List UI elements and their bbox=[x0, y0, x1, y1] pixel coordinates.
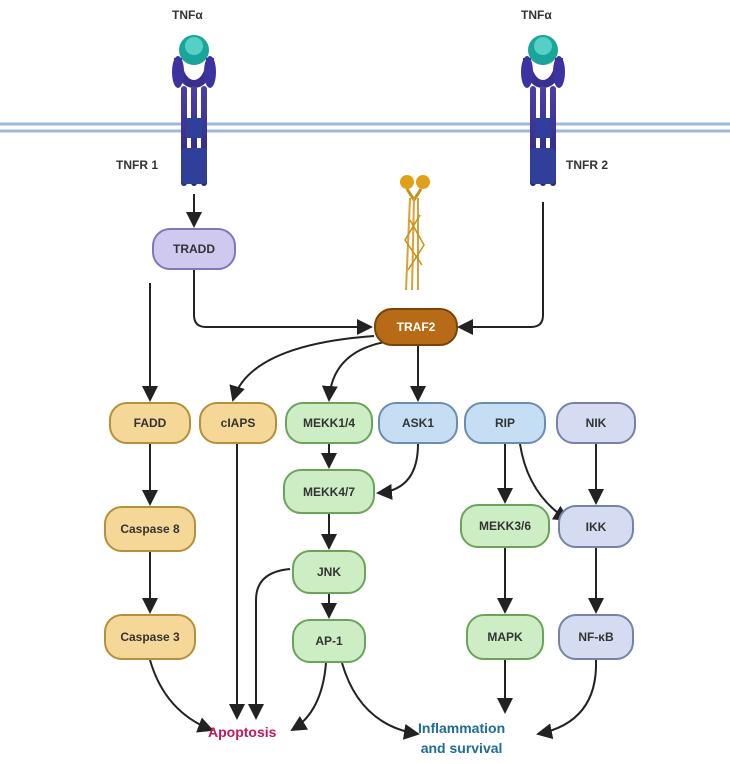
arrow-traf2-mekk14 bbox=[321, 341, 386, 402]
rip-node: RIP bbox=[464, 402, 546, 444]
tnfr1-label: TNFR 1 bbox=[116, 158, 158, 172]
arrow-ask1-mekk47 bbox=[376, 443, 419, 500]
inflammation-outcome: Inflammation and survival bbox=[418, 718, 505, 758]
arrow-traf2-ciaps bbox=[229, 335, 375, 402]
jnk-node: JNK bbox=[292, 550, 366, 594]
mekk47-node: MEKK4/7 bbox=[283, 469, 375, 514]
tnfr2-receptor-graphic bbox=[521, 35, 565, 186]
tradd-node: TRADD bbox=[152, 228, 236, 270]
mapk-node: MAPK bbox=[466, 614, 544, 660]
adapter-protein-graphic bbox=[400, 175, 430, 291]
inflammation-outcome-line1: Inflammation bbox=[418, 720, 506, 736]
ask1-node: ASK1 bbox=[378, 402, 458, 444]
mekk36-node: MEKK3/6 bbox=[460, 504, 550, 548]
tnfa-right-label: TNFα bbox=[521, 8, 552, 22]
nik-node: NIK bbox=[556, 402, 636, 444]
caspase3-node: Caspase 3 bbox=[104, 614, 196, 660]
mekk14-node: MEKK1/4 bbox=[285, 402, 373, 444]
tnfr1-receptor-graphic bbox=[172, 35, 216, 186]
ciaps-node: cIAPS bbox=[199, 402, 277, 444]
arrow-ap1-apoptosis bbox=[290, 662, 327, 732]
tnfr2-label: TNFR 2 bbox=[566, 158, 608, 172]
inflammation-outcome-line2: and survival bbox=[420, 740, 503, 756]
arrow-caspase3-apoptosis bbox=[149, 659, 214, 733]
arrow-tnfr2-traf2 bbox=[457, 202, 544, 335]
fadd-node: FADD bbox=[109, 402, 191, 444]
caspase8-node: Caspase 8 bbox=[104, 506, 196, 552]
traf2-node: TRAF2 bbox=[374, 308, 458, 346]
arrow-nfkb-inflammation bbox=[536, 659, 598, 740]
arrow-tradd-traf2 bbox=[193, 270, 373, 335]
cell-membrane bbox=[0, 122, 730, 133]
ikk-node: IKK bbox=[558, 505, 634, 548]
ap1-node: AP-1 bbox=[292, 619, 366, 663]
nfkb-node: NF-κB bbox=[558, 614, 634, 660]
pathway-arrows bbox=[142, 194, 604, 740]
arrow-ap1-inflammation bbox=[341, 662, 420, 740]
arrow-jnk-apoptosis bbox=[248, 568, 291, 720]
tnfa-left-label: TNFα bbox=[172, 8, 203, 22]
apoptosis-outcome: Apoptosis bbox=[208, 724, 277, 740]
